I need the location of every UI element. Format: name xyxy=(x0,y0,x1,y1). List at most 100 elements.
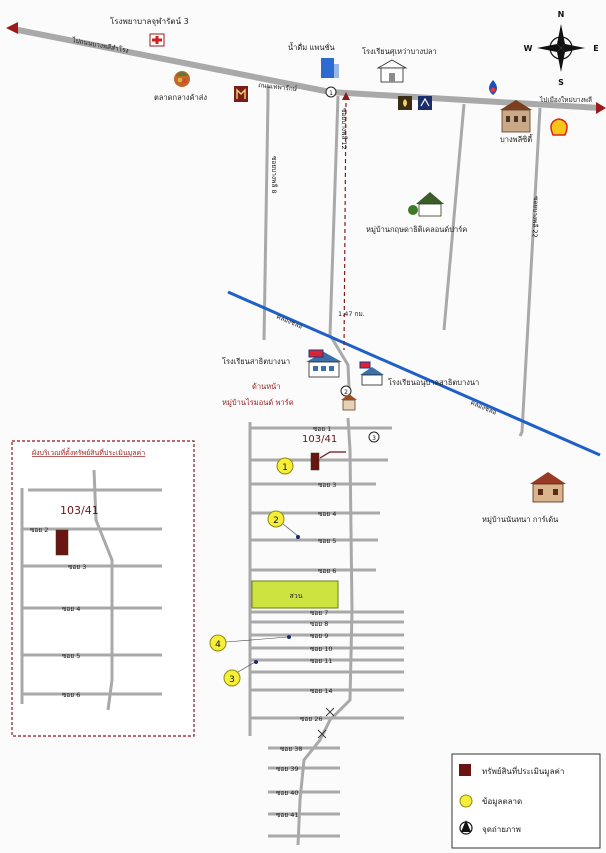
svg-text:ซอย 5: ซอย 5 xyxy=(62,652,80,660)
photo-point-2: 2 xyxy=(340,385,352,397)
nanthana-label: หมู่บ้านนันทนา การ์เด้น xyxy=(482,515,558,524)
arrow-right-icon xyxy=(596,102,606,114)
photo-point-1: 1 xyxy=(325,86,337,98)
inset-property-id: 103/41 xyxy=(60,504,99,517)
front-village-label-1: ด้านหน้า xyxy=(252,382,281,391)
distance-label: 1.47 กม. xyxy=(338,310,365,318)
svg-text:3: 3 xyxy=(229,675,235,685)
hospital-label: โรงพยาบาลจุฬารัตน์ 3 xyxy=(110,16,189,26)
svg-text:3: 3 xyxy=(372,435,376,442)
svg-text:1: 1 xyxy=(282,463,288,473)
property-marker xyxy=(310,452,320,471)
soi-mid-label: ซอยบางพลี 12 xyxy=(340,108,348,150)
soi-right-label: ซอยบางพลี 22 xyxy=(531,196,540,238)
svg-text:1: 1 xyxy=(329,90,333,97)
market-marker-4: 4 xyxy=(209,634,291,652)
svg-text:ซอย 39: ซอย 39 xyxy=(276,765,298,773)
gate-icon xyxy=(341,394,357,411)
svg-text:S: S xyxy=(558,78,564,87)
school-left-icon xyxy=(306,349,342,378)
village-park-label: หมู่บ้านกฤษดาธิติเคลอนด์ปาร์ค xyxy=(366,225,467,234)
inset-title: ผังบริเวณที่ตั้งทรัพย์สินที่ประเมินมูลค่… xyxy=(32,446,145,457)
photo-point-3: 3 xyxy=(368,431,380,443)
mall-icon xyxy=(234,86,248,102)
market-marker-2: 2 xyxy=(267,510,300,539)
school-right-icon xyxy=(359,361,384,386)
svg-text:ซอย 5: ซอย 5 xyxy=(318,537,336,545)
nanthana-icon xyxy=(530,472,566,503)
legend-property-label: ทรัพย์สินที่ประเมินมูลค่า xyxy=(482,765,564,777)
svg-text:ซอย 3: ซอย 3 xyxy=(68,563,86,571)
svg-text:ซอย 26: ซอย 26 xyxy=(300,715,322,723)
svg-text:W: W xyxy=(524,44,533,53)
inset-property-marker xyxy=(55,529,69,556)
svg-text:E: E xyxy=(593,44,598,53)
water-factory-label: น้ำดื่ม แพนชั่น xyxy=(288,42,335,52)
svg-text:N: N xyxy=(558,10,565,19)
park-label: สวน xyxy=(290,592,303,600)
school-left-label: โรงเรียนสาธิตบางนา xyxy=(222,357,290,366)
soi-labels: ซอย 1 ซอย 3 ซอย 4 ซอย 5 ซอย 6 ซอย 7 ซอย … xyxy=(276,425,336,819)
legend-photo-label: จุดถ่ายภาพ xyxy=(482,825,521,834)
svg-text:ซอย 1: ซอย 1 xyxy=(313,425,331,433)
svg-text:ซอย 10: ซอย 10 xyxy=(310,645,332,653)
svg-text:ซอย 6: ซอย 6 xyxy=(318,567,336,575)
svg-text:ซอย 2: ซอย 2 xyxy=(30,526,48,534)
canal-label-2: คลองชลอ xyxy=(469,398,498,416)
canal-label-1: คลองชลอ xyxy=(275,312,304,330)
legend-market-icon xyxy=(459,794,473,808)
svg-text:ซอย 38: ซอย 38 xyxy=(280,745,302,753)
side-roads xyxy=(262,86,542,437)
market-icon xyxy=(174,71,190,87)
svg-text:ซอย 7: ซอย 7 xyxy=(310,609,328,617)
svg-text:ซอย 3: ซอย 3 xyxy=(318,481,336,489)
bank-icons xyxy=(398,96,432,110)
water-factory-icon xyxy=(321,58,339,78)
school-top-label: โรงเรียนศุเหว่าบางปลา xyxy=(362,47,437,56)
compass-icon: N S W E xyxy=(524,10,599,87)
shell-icon xyxy=(550,118,568,136)
svg-text:2: 2 xyxy=(344,389,348,396)
canal xyxy=(227,290,601,457)
legend-photo-icon xyxy=(459,820,473,835)
svg-text:4: 4 xyxy=(215,640,221,650)
village-park-icon xyxy=(408,192,444,217)
place-labels: โรงพยาบาลจุฬารัตน์ 3 ตลาดกลางค้าส่ง น้ำด… xyxy=(110,16,558,524)
market-marker-1: 1 xyxy=(276,457,294,475)
legend: ทรัพย์สินที่ประเมินมูลค่า ข้อมูลตลาด จุด… xyxy=(451,753,601,849)
svg-text:ซอย 4: ซอย 4 xyxy=(62,605,80,613)
building-icon xyxy=(500,100,532,133)
to-samut-label: ไปถนนบางพลีสำโรง xyxy=(71,36,130,55)
svg-text:ซอย 6: ซอย 6 xyxy=(62,691,80,699)
gas-station-icon xyxy=(489,80,497,95)
soi-grid xyxy=(248,417,404,846)
school-top-icon xyxy=(376,59,408,83)
inset-map: ผังบริเวณที่ตั้งทรัพย์สินที่ประเมินมูลค่… xyxy=(11,440,195,737)
school-right-label: โรงเรียนอนุบาลสาธิตบางนา xyxy=(388,378,479,387)
park xyxy=(251,580,339,609)
svg-text:ซอย 41: ซอย 41 xyxy=(276,811,298,819)
arrow-left-icon xyxy=(6,22,18,34)
svg-text:ซอย 11: ซอย 11 xyxy=(310,657,332,665)
hospital-icon xyxy=(149,33,165,47)
svg-text:ซอย 9: ซอย 9 xyxy=(310,632,328,640)
legend-market-label: ข้อมูลตลาด xyxy=(482,797,522,807)
market-label: ตลาดกลางค้าส่ง xyxy=(154,93,207,102)
svg-text:ซอย 14: ซอย 14 xyxy=(310,687,332,695)
property-id: 103/41 xyxy=(302,434,337,445)
to-bangphli-label: ไปเมืองใหม่บางพลี xyxy=(539,96,592,104)
svg-text:2: 2 xyxy=(273,516,279,526)
soi-left-label: ซอยบางพลี 8 xyxy=(270,156,278,194)
svg-text:ซอย 8: ซอย 8 xyxy=(310,620,328,628)
svg-text:ซอย 4: ซอย 4 xyxy=(318,510,336,518)
distance-line xyxy=(343,95,347,351)
front-village-label-2: หมู่บ้านไรมอนด์ พาร์ค xyxy=(222,398,294,407)
distance-arrow-icon xyxy=(342,92,350,100)
legend-property-icon xyxy=(459,764,471,776)
property-pointer xyxy=(319,451,346,459)
svg-text:ซอย 40: ซอย 40 xyxy=(276,789,298,797)
market-marker-3: 3 xyxy=(223,660,258,687)
crossing-marks xyxy=(317,707,335,739)
bangphli-city-label: บางพลีซิตี้ xyxy=(500,134,533,144)
